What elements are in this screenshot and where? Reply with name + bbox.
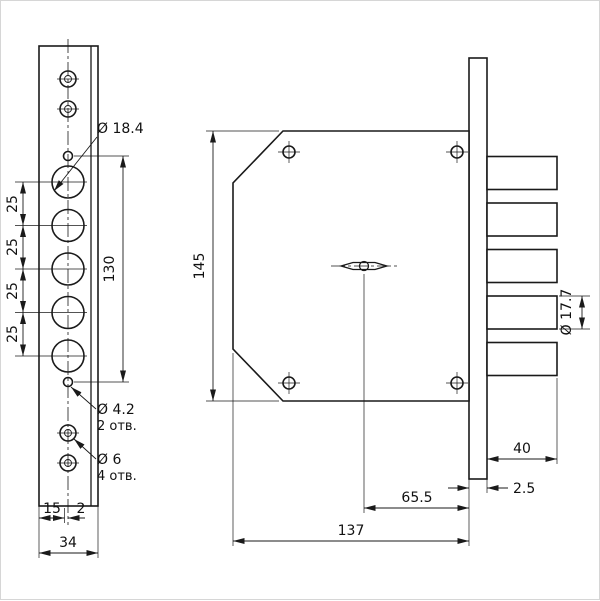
- dim-offset-2: 2: [77, 501, 86, 517]
- leader-dia-6: Ø 6 4 отв.: [73, 438, 137, 484]
- dim-span-130: 130: [74, 155, 129, 383]
- dim-width-34: 34: [59, 535, 77, 551]
- dim-bolt-dia-label: Ø 17.7: [559, 289, 575, 336]
- dim-pitch-label-4: 25: [5, 325, 21, 343]
- dim-pitch-label-3: 25: [5, 282, 21, 300]
- label-dia-18-4: Ø 18.4: [97, 121, 144, 137]
- pin-hole: [62, 150, 74, 162]
- screw-hole: [57, 454, 79, 472]
- dim-height-label: 145: [192, 253, 208, 280]
- bolt-hole: [51, 252, 85, 286]
- corner-hole: [446, 372, 468, 394]
- dim-length-137: 137: [232, 353, 469, 546]
- bolt-hole: [51, 165, 85, 199]
- label-dia-6: Ø 6: [97, 452, 121, 468]
- dim-length-label: 137: [338, 523, 365, 539]
- body-view: 145 Ø 17.7 40 2.5 65.5: [192, 57, 590, 546]
- dim-edge-offsets: 15 2 34: [38, 501, 99, 558]
- label-dia-4-2-qty: 2 отв.: [97, 419, 137, 434]
- screw-hole: [57, 70, 79, 88]
- faceplate-view: 25 25 25 25 130 Ø 18.4 Ø 4.2 2 отв. Ø 6: [5, 39, 144, 558]
- dim-pitch-label-2: 25: [5, 238, 21, 256]
- bolt-2: [486, 202, 558, 237]
- pin-hole: [62, 376, 74, 388]
- bolt-hole: [51, 339, 85, 373]
- dim-offset-15: 15: [43, 501, 61, 517]
- label-dia-6-qty: 4 отв.: [97, 469, 137, 484]
- leader-dia-18-4: Ø 18.4: [53, 121, 144, 192]
- dim-strip-2-5: 2.5: [448, 479, 535, 546]
- front-strip: [468, 57, 488, 480]
- dim-span-label: 130: [102, 256, 118, 283]
- dim-pitch-label-1: 25: [5, 195, 21, 213]
- corner-hole: [278, 372, 300, 394]
- dim-backset-label: 65.5: [401, 490, 432, 506]
- bolt-4: [486, 295, 558, 330]
- screw-hole: [57, 100, 79, 118]
- corner-hole: [446, 141, 468, 163]
- dim-throw-40: 40: [487, 378, 558, 464]
- bolt-hole: [51, 295, 85, 330]
- dim-strip-label: 2.5: [513, 481, 535, 497]
- bolt-hole-centerlines: [15, 181, 87, 357]
- bolt-3: [486, 248, 558, 284]
- dim-backset-65-5: 65.5: [364, 490, 469, 511]
- keyhole: [331, 260, 397, 272]
- faceplate-outline: [38, 45, 99, 507]
- screw-hole: [57, 424, 79, 442]
- corner-hole: [278, 141, 300, 163]
- bolt-1: [486, 155, 558, 191]
- leader-dia-4-2: Ø 4.2 2 отв.: [70, 386, 137, 434]
- bolt-hole: [51, 208, 85, 243]
- dim-bolt-dia-17-7: Ø 17.7: [559, 289, 590, 336]
- dim-height-145: 145: [192, 130, 279, 402]
- dim-pitch-25: 25 25 25 25: [5, 182, 27, 356]
- dim-throw-label: 40: [513, 441, 531, 457]
- bolt-5: [486, 341, 558, 377]
- label-dia-4-2: Ø 4.2: [97, 402, 135, 418]
